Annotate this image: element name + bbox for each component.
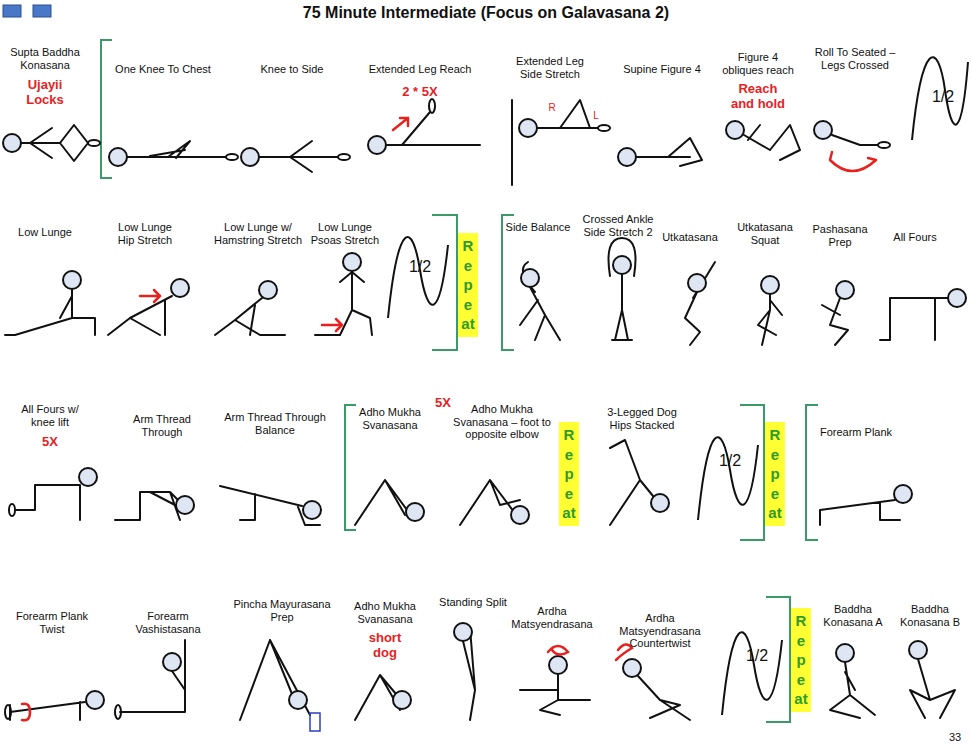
fraction-note: 1/2	[405, 258, 435, 276]
repeat-band: Repeat	[765, 422, 785, 526]
fraction-note: 1/2	[715, 452, 745, 470]
pose-label: Low Lunge Hip Stretch	[110, 221, 180, 246]
pose-label: All Fours w/ knee lift	[10, 403, 90, 428]
title: 75 Minute Intermediate (Focus on Galavas…	[186, 4, 786, 22]
pose-label: Standing Split	[428, 596, 518, 609]
pose-label: Supine Figure 4	[612, 63, 712, 76]
pose-label: One Knee To Chest	[113, 63, 213, 76]
red-note: Reach and hold	[727, 82, 789, 112]
pose-label: Utkatasana	[655, 231, 725, 244]
pose-label: Low Lunge	[5, 226, 85, 239]
red-note: short dog	[360, 631, 410, 661]
pose-label: 33	[943, 731, 967, 744]
pose-label: Arm Thread Through	[126, 413, 198, 438]
corner-squares	[3, 5, 51, 17]
pose-label: Adho Mukha Svanasana – foot to opposite …	[452, 403, 552, 441]
pose-label: Low Lunge w/ Hamstring Stretch	[206, 221, 310, 246]
stick-figures	[5, 100, 955, 720]
repeat-text: Repeat	[562, 425, 577, 523]
fraction-note: 1/2	[742, 647, 772, 665]
repeat-text: Repeat	[768, 425, 783, 523]
green-brackets	[101, 40, 818, 722]
pose-label: Extended Leg Side Stretch	[510, 55, 590, 80]
pose-label: Side Balance	[498, 221, 578, 234]
pose-label: Arm Thread Through Balance	[219, 411, 331, 436]
pose-label: Knee to Side	[247, 63, 337, 76]
repeat-text: Repeat	[794, 611, 809, 709]
pose-label: Figure 4 obliques reach	[718, 51, 798, 76]
pose-label: Forearm Plank Twist	[11, 610, 93, 635]
repeat-band: Repeat	[458, 233, 478, 337]
pose-label: Baddha Konasana B	[894, 603, 966, 628]
red-note: 2 * 5X	[390, 85, 450, 100]
red-note: L	[590, 110, 602, 122]
fraction-note: 1/2	[928, 88, 958, 106]
pose-label: Forearm Vashistasana	[123, 610, 213, 635]
block-prop	[310, 713, 320, 731]
red-note: Ujayii Locks	[15, 78, 75, 108]
red-note: 5X	[428, 396, 458, 411]
red-marks	[22, 118, 876, 720]
pose-label: Ardha Matsyendrasana Countertwist	[604, 612, 716, 650]
pose-label: All Fours	[880, 231, 950, 244]
pose-label: Ardha Matsyendrasana	[506, 605, 598, 630]
pose-label: Adho Mukha Svanasana	[343, 600, 427, 625]
pose-label: Crossed Ankle Side Stretch 2	[578, 213, 658, 238]
red-note: R	[546, 102, 558, 114]
pose-label: 3-Legged Dog Hips Stacked	[601, 406, 683, 431]
pose-label: Extended Leg Reach	[365, 63, 475, 76]
pose-label: Low Lunge Psoas Stretch	[305, 221, 385, 246]
pose-label: Baddha Konasana A	[817, 603, 889, 628]
repeat-band: Repeat	[791, 608, 811, 712]
pose-label: Adho Mukha Svanasana	[350, 406, 430, 431]
pose-label: Pashasana Prep	[810, 223, 870, 248]
feet	[5, 99, 890, 719]
pose-label: Forearm Plank	[811, 426, 901, 439]
red-note: 5X	[35, 435, 65, 450]
pose-label: Utkatasana Squat	[730, 221, 800, 246]
pose-label: Pincha Mayurasana Prep	[230, 598, 334, 623]
pose-label: Roll To Seated – Legs Crossed	[807, 46, 903, 71]
repeat-band: Repeat	[559, 422, 579, 526]
pose-label: Supta Baddha Konasana	[2, 46, 88, 71]
half-waves	[388, 57, 968, 715]
heads	[3, 119, 966, 709]
repeat-text: Repeat	[461, 236, 476, 334]
